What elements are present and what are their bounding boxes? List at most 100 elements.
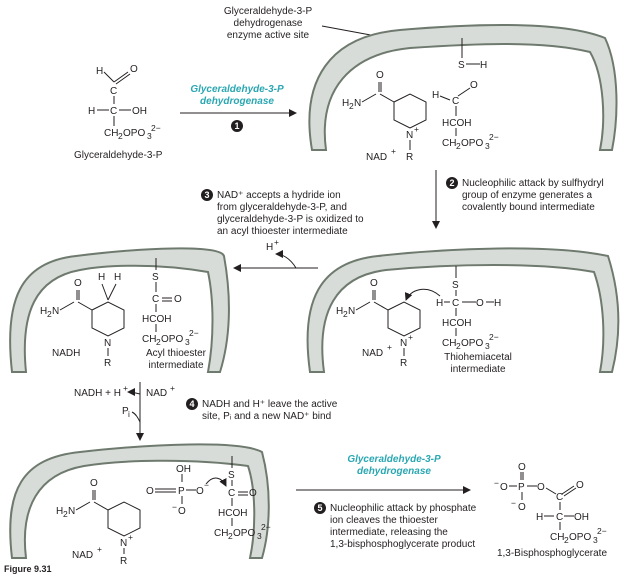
enzyme-name-top-2: dehydrogenase — [200, 96, 274, 107]
svg-text:2: 2 — [63, 509, 68, 519]
svg-text:O: O — [146, 486, 154, 497]
svg-text:S: S — [152, 272, 159, 283]
svg-text:2−: 2− — [597, 526, 607, 536]
svg-text:+: + — [170, 383, 175, 393]
svg-text:CH: CH — [104, 128, 118, 139]
svg-text:H: H — [56, 506, 63, 517]
step2-badge — [446, 177, 458, 189]
svg-text:O: O — [476, 298, 484, 309]
svg-text:O: O — [90, 478, 98, 489]
svg-text:OH: OH — [176, 464, 191, 475]
svg-text:C: C — [110, 106, 117, 117]
step3-line-1: NAD⁺ accepts a hydride ion — [217, 190, 341, 201]
svg-text:O: O — [370, 278, 378, 289]
svg-text:2: 2 — [118, 131, 123, 141]
svg-text:S: S — [228, 470, 235, 481]
svg-text:−: − — [204, 480, 209, 490]
thiohemiacetal-label-1: Thiohemiacetal — [444, 352, 512, 363]
svg-text:i: i — [128, 409, 130, 419]
enzyme-pocket-bottom-left — [9, 443, 270, 559]
svg-text:+: + — [408, 332, 413, 342]
svg-text:R: R — [400, 358, 407, 369]
svg-text:O: O — [196, 486, 204, 497]
enzyme-pocket-top-right — [308, 23, 618, 151]
svg-text:2: 2 — [343, 309, 348, 319]
thiohemiacetal-label-2: intermediate — [450, 364, 505, 375]
svg-text:H: H — [536, 512, 543, 523]
svg-text:−: − — [172, 502, 177, 512]
enzyme-pocket-middle-right — [306, 247, 620, 373]
svg-text:C: C — [556, 512, 563, 523]
svg-text:3: 3 — [593, 535, 598, 545]
callout-line-3: enzyme active site — [227, 30, 310, 41]
svg-text:C: C — [110, 86, 117, 97]
svg-text:O: O — [576, 480, 584, 491]
svg-text:H: H — [96, 66, 103, 77]
step2-line-2: group of enzyme generates a — [462, 190, 593, 201]
svg-text:N: N — [52, 306, 59, 317]
svg-text:H: H — [480, 60, 487, 71]
svg-text:3: 3 — [485, 341, 490, 351]
svg-text:O: O — [249, 488, 257, 499]
svg-text:P: P — [518, 482, 525, 493]
nadh-hplus-label: NADH + H — [74, 388, 121, 399]
step3-line-3: glyceraldehyde-3-P is oxidized to — [217, 214, 364, 225]
svg-text:+: + — [391, 146, 396, 156]
product-label: 1,3-Bisphosphoglycerate — [497, 548, 608, 559]
svg-text:N: N — [354, 98, 361, 109]
callout-line-1: Glyceraldehyde-3-P — [224, 6, 313, 17]
enzyme-name-bottom-1: Glyceraldehyde-3-P — [347, 454, 441, 465]
step5-number: 5 — [317, 503, 322, 513]
svg-text:CH: CH — [142, 334, 156, 345]
svg-text:2: 2 — [47, 309, 52, 319]
svg-text:H: H — [98, 272, 105, 283]
svg-text:R: R — [104, 358, 111, 369]
step2-number: 2 — [449, 178, 454, 188]
svg-text:R: R — [406, 152, 413, 163]
step3-number: 3 — [204, 190, 209, 200]
svg-text:3: 3 — [147, 131, 152, 141]
acyl-thioester-label-2: intermediate — [148, 360, 203, 371]
figure-caption: Figure 9.31 — [4, 564, 52, 574]
svg-text:O: O — [376, 70, 384, 81]
svg-text:−: − — [494, 478, 499, 488]
svg-text:N: N — [400, 338, 407, 349]
svg-text:2: 2 — [564, 535, 569, 545]
svg-text:+: + — [123, 383, 128, 393]
svg-text:2−: 2− — [489, 332, 499, 342]
step1-number: 1 — [234, 121, 239, 131]
h-plus-label: H — [266, 242, 273, 253]
svg-text:HCOH: HCOH — [142, 314, 171, 325]
svg-text:2−: 2− — [489, 132, 499, 142]
svg-text:S: S — [458, 60, 465, 71]
svg-text:H: H — [336, 306, 343, 317]
svg-text:N: N — [68, 506, 75, 517]
svg-text:O: O — [500, 482, 508, 493]
step5-line-2: ion cleaves the thioester — [330, 515, 439, 526]
svg-text:O: O — [174, 294, 182, 305]
svg-text:H: H — [436, 298, 443, 309]
svg-text:OH: OH — [574, 512, 589, 523]
svg-text:3: 3 — [185, 337, 190, 347]
svg-text:O: O — [518, 462, 526, 473]
svg-text:CH: CH — [442, 138, 456, 149]
step4-badge — [186, 398, 198, 410]
svg-text:S: S — [452, 280, 459, 291]
svg-text:+: + — [387, 342, 392, 352]
svg-text:CH: CH — [442, 338, 456, 349]
svg-text:HCOH: HCOH — [442, 118, 471, 129]
substrate-label: Glyceraldehyde-3-P — [74, 150, 163, 161]
svg-text:N: N — [406, 130, 413, 141]
svg-text:+: + — [274, 237, 279, 247]
svg-text:+: + — [414, 124, 419, 134]
svg-text:3: 3 — [485, 141, 490, 151]
svg-text:H: H — [342, 98, 349, 109]
svg-text:2−: 2− — [189, 328, 199, 338]
svg-text:N: N — [104, 338, 111, 349]
step3-badge — [201, 189, 213, 201]
